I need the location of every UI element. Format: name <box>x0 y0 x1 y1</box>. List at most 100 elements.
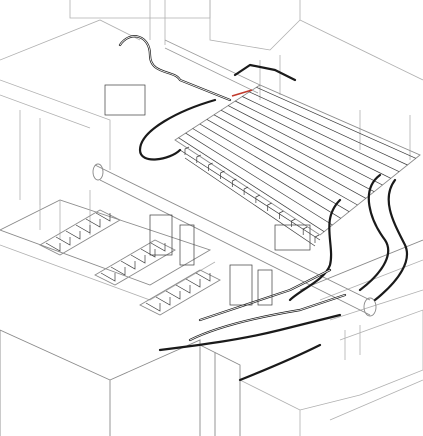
equipment-rack <box>139 269 221 316</box>
rack-slot <box>55 236 71 246</box>
left-columns <box>19 110 41 205</box>
duct-top-edge <box>94 164 371 301</box>
cable-run-right-3 <box>288 198 342 302</box>
rack-slot <box>185 278 201 288</box>
tray-front-rail-2 <box>184 157 316 247</box>
equipment-rack <box>39 209 121 256</box>
left-wall <box>0 79 111 170</box>
foreground-slab <box>329 379 423 421</box>
main-duct <box>92 163 377 317</box>
upper-wall-right <box>209 0 301 51</box>
foreground-wall-left <box>0 329 111 436</box>
columns-right <box>259 55 411 160</box>
right-lower-slab <box>339 309 423 396</box>
tray-row <box>220 109 375 193</box>
duct-bottom-edge <box>99 179 371 316</box>
tray-row <box>206 119 358 206</box>
rack-base <box>139 269 221 316</box>
equipment-column-4 <box>257 269 273 306</box>
control-cabinet <box>274 224 311 251</box>
tray-hanger <box>267 202 272 211</box>
upper-equipment-block <box>104 84 146 116</box>
rack-slot <box>175 284 191 294</box>
rack-base <box>94 239 176 286</box>
mezzanine-edge <box>0 244 216 301</box>
tray-row <box>178 137 325 232</box>
rack-slot <box>165 290 181 300</box>
top-column <box>149 0 166 45</box>
cable-run-lower-1-core <box>199 269 331 321</box>
right-slab-lines <box>319 259 423 321</box>
upper-pipe-line-2 <box>164 47 259 94</box>
rack-slot <box>95 212 111 222</box>
cable-run-top-right <box>233 63 297 82</box>
rack-slot <box>150 242 166 252</box>
cable-runs <box>118 35 409 382</box>
upper-pipe <box>164 39 261 94</box>
accent-cable-segment <box>231 89 253 97</box>
tray-row <box>242 96 400 173</box>
cable-run-top-core <box>119 35 231 101</box>
rack-slot <box>85 218 101 228</box>
equipment-column-1 <box>149 214 173 256</box>
tray-hanger <box>231 178 237 187</box>
cable-run-left-loop <box>138 98 217 161</box>
equipment-columns <box>104 84 311 306</box>
equipment-column-2 <box>179 224 195 266</box>
left-slab-edge <box>0 19 141 61</box>
upper-pipe-line-1 <box>164 39 261 86</box>
tray-hanger <box>208 162 213 171</box>
tray-row <box>199 123 350 213</box>
mezzanine-posts <box>39 190 91 240</box>
cable-run-lower-2-core <box>189 294 346 341</box>
rack-slot <box>130 254 146 264</box>
rack-slot <box>140 248 156 258</box>
tray-hanger <box>220 170 225 179</box>
rack-base <box>39 209 121 256</box>
tray-rows <box>178 86 416 243</box>
equipment-racks <box>39 209 221 316</box>
upper-slab-edge <box>299 19 423 81</box>
upper-wall-left <box>69 0 211 19</box>
tray-hanger <box>243 186 249 195</box>
rack-slot <box>195 272 211 282</box>
tray-row <box>213 114 366 199</box>
rack-slot <box>75 224 91 234</box>
tray-hanger <box>279 210 284 219</box>
left-wall-inner <box>0 94 91 129</box>
duct-end-left <box>92 163 104 181</box>
tray-frame <box>174 84 421 236</box>
cable-run-right-2 <box>373 178 409 302</box>
foreground-column <box>199 344 241 436</box>
equipment-rack <box>94 239 176 286</box>
foreground-wall-right <box>239 379 361 436</box>
cable-tray-grid <box>174 84 421 247</box>
tray-row <box>192 128 341 219</box>
rack-slot <box>145 302 161 312</box>
cable-run-top <box>118 35 232 102</box>
tray-row <box>227 105 383 186</box>
rack-slot <box>65 230 81 240</box>
cable-run-lower-1 <box>198 268 332 322</box>
right-slab-top <box>299 239 423 291</box>
cable-run-lower-3 <box>158 313 342 352</box>
tray-row <box>256 86 416 159</box>
cable-run-lower-4 <box>238 343 322 382</box>
rack-slot <box>155 296 171 306</box>
rack-slot <box>45 242 61 252</box>
foreground-wall-middle <box>109 339 201 436</box>
right-lower-posts <box>344 325 361 360</box>
rack-slot <box>100 272 116 282</box>
tray-row <box>185 132 333 226</box>
equipment-column-3 <box>229 264 253 306</box>
tray-hanger <box>255 194 261 203</box>
tray-row <box>235 100 391 179</box>
duct-end-right <box>363 297 377 317</box>
rack-slot <box>120 260 136 270</box>
cable-run-right-1 <box>358 173 390 292</box>
rack-slot <box>110 266 126 276</box>
tray-row <box>249 91 408 166</box>
